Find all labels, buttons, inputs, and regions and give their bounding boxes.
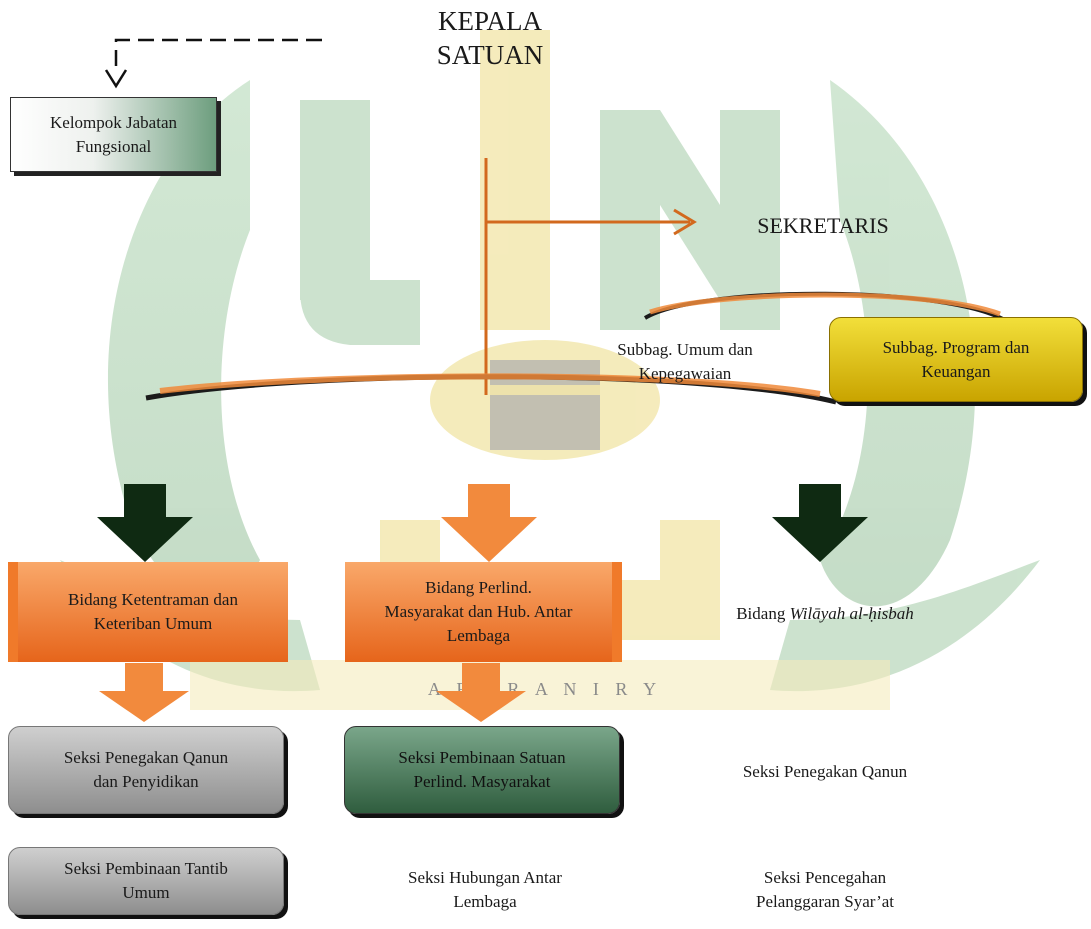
arrow-down-orange-middle-2 — [436, 663, 526, 722]
watermark-n-left — [600, 110, 660, 330]
kelompok-line-2: Fungsional — [75, 136, 152, 156]
watermark-i — [480, 30, 550, 330]
watermark-n-diag — [600, 110, 780, 300]
seksi-tantib-line-1: Seksi Pembinaan Tantib — [64, 859, 228, 878]
kelompok-line-1: Kelompok Jabatan — [50, 112, 177, 132]
watermark-kaaba-band — [490, 385, 600, 395]
bidang-ketentraman-box: Bidang Ketentraman dan Keteriban Umum — [8, 562, 288, 662]
kepala-satuan-title: KEPALA SATUAN — [390, 4, 590, 72]
seksi-pembinaan-satuan-line-1: Seksi Pembinaan Satuan — [398, 748, 566, 767]
subbag-program-line-1: Subbag. Program dan — [882, 337, 1030, 357]
bidang-perlind-line-3: Lembaga — [446, 626, 511, 645]
bidang-perlind-line-2: Masyarakat dan Hub. Antar — [384, 602, 573, 621]
seksi-penegakan-box: Seksi Penegakan Qanun dan Penyidikan — [8, 726, 284, 814]
seksi-pembinaan-satuan-box: Seksi Pembinaan Satuan Perlind. Masyarak… — [344, 726, 620, 814]
seksi-pencegahan-label: Seksi Pencegahan Pelanggaran Syar’at — [690, 866, 960, 914]
seksi-pencegahan-line-2: Pelanggaran Syar’at — [756, 892, 894, 911]
bidang-ketentraman-line-2: Keteriban Umum — [93, 614, 213, 633]
sekretaris-text: SEKRETARIS — [757, 213, 889, 238]
watermark-left-leaf — [107, 80, 260, 598]
bidang-wilayah-prefix: Bidang — [736, 604, 786, 623]
dashed-connector — [114, 38, 322, 72]
sekretaris-label: SEKRETARIS — [718, 214, 928, 238]
bidang-perlind-box: Bidang Perlind. Masyarakat dan Hub. Anta… — [345, 562, 622, 662]
watermark-u-left — [300, 100, 370, 300]
dashed-arrowhead — [104, 69, 128, 89]
arrow-down-orange-middle — [441, 484, 537, 562]
bidang-arc-glow — [159, 373, 821, 397]
watermark-u-bottom — [300, 280, 420, 345]
seksi-hubungan-line-2: Lembaga — [453, 892, 517, 911]
seksi-tantib-line-2: Umum — [122, 883, 170, 902]
subbag-umum-line-1: Subbag. Umum dan — [617, 340, 753, 359]
seksi-penegakan-qanun-label: Seksi Penegakan Qanun — [690, 760, 960, 784]
seksi-pembinaan-satuan-line-2: Perlind. Masyarakat — [413, 772, 551, 791]
kelompok-jabatan-box: Kelompok Jabatan Fungsional — [10, 97, 217, 172]
seksi-penegakan-line-1: Seksi Penegakan Qanun — [63, 748, 229, 767]
bidang-perlind-line-1: Bidang Perlind. — [425, 578, 532, 597]
seksi-hubungan-line-1: Seksi Hubungan Antar — [408, 868, 562, 887]
seksi-penegakan-qanun-text: Seksi Penegakan Qanun — [742, 762, 908, 781]
seksi-tantib-box: Seksi Pembinaan Tantib Umum — [8, 847, 284, 915]
subbag-program-box: Subbag. Program dan Keuangan — [829, 317, 1083, 402]
subbag-program-line-2: Keuangan — [921, 361, 991, 381]
seksi-pencegahan-line-1: Seksi Pencegahan — [763, 868, 887, 887]
seksi-penegakan-line-2: dan Penyidikan — [93, 772, 199, 791]
arrow-down-dark-left — [97, 484, 193, 562]
bidang-wilayah-label: Bidang Wilāyah al-ḥisbah — [690, 602, 960, 626]
kepala-line-1: KEPALA — [437, 6, 543, 36]
bidang-wilayah-italic: Wilāyah al-ḥisbah — [789, 604, 914, 623]
watermark-banner — [190, 660, 890, 710]
seksi-hubungan-label: Seksi Hubungan Antar Lembaga — [360, 866, 610, 914]
bidang-ketentraman-line-1: Bidang Ketentraman dan — [68, 590, 238, 609]
subbag-umum-label: Subbag. Umum dan Kepegawaian — [590, 338, 780, 386]
kepala-line-2: SATUAN — [436, 40, 544, 70]
arrow-down-dark-right — [772, 484, 868, 562]
subbag-umum-line-2: Kepegawaian — [638, 364, 732, 383]
sekretaris-arrowhead — [673, 208, 697, 236]
subbag-arc-glow — [649, 292, 1001, 317]
arrow-down-orange-left-2 — [99, 663, 189, 722]
watermark-lower-right-leaf — [770, 560, 1040, 692]
